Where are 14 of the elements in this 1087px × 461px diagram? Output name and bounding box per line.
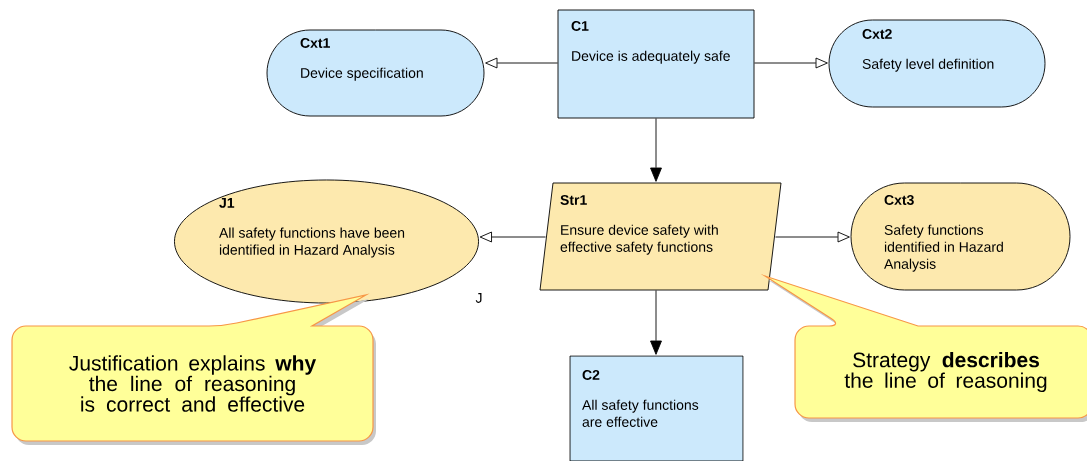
arrow [485,57,558,69]
arrow [754,57,828,69]
callout-bubble: Justification explains why the line of reasoning is correct and effective [11,294,376,445]
arrow [479,231,546,243]
strategy-box: Str1 Ensure device safety with effective safety functions [539,182,782,291]
context-box: Cxt3 Safety functions identified in Hazard Analysis [850,182,1071,291]
context-box: Cxt1 Device specification [266,29,485,117]
node-tag: J [475,293,482,303]
context-box: Cxt2 Safety level definition [828,19,1046,108]
claim-box: C2 All safety functions are effective [569,355,744,461]
claim-box: C1 Device is adequately safe [557,9,755,119]
arrow [650,118,662,182]
arrow [650,290,662,355]
arrow [775,231,850,243]
